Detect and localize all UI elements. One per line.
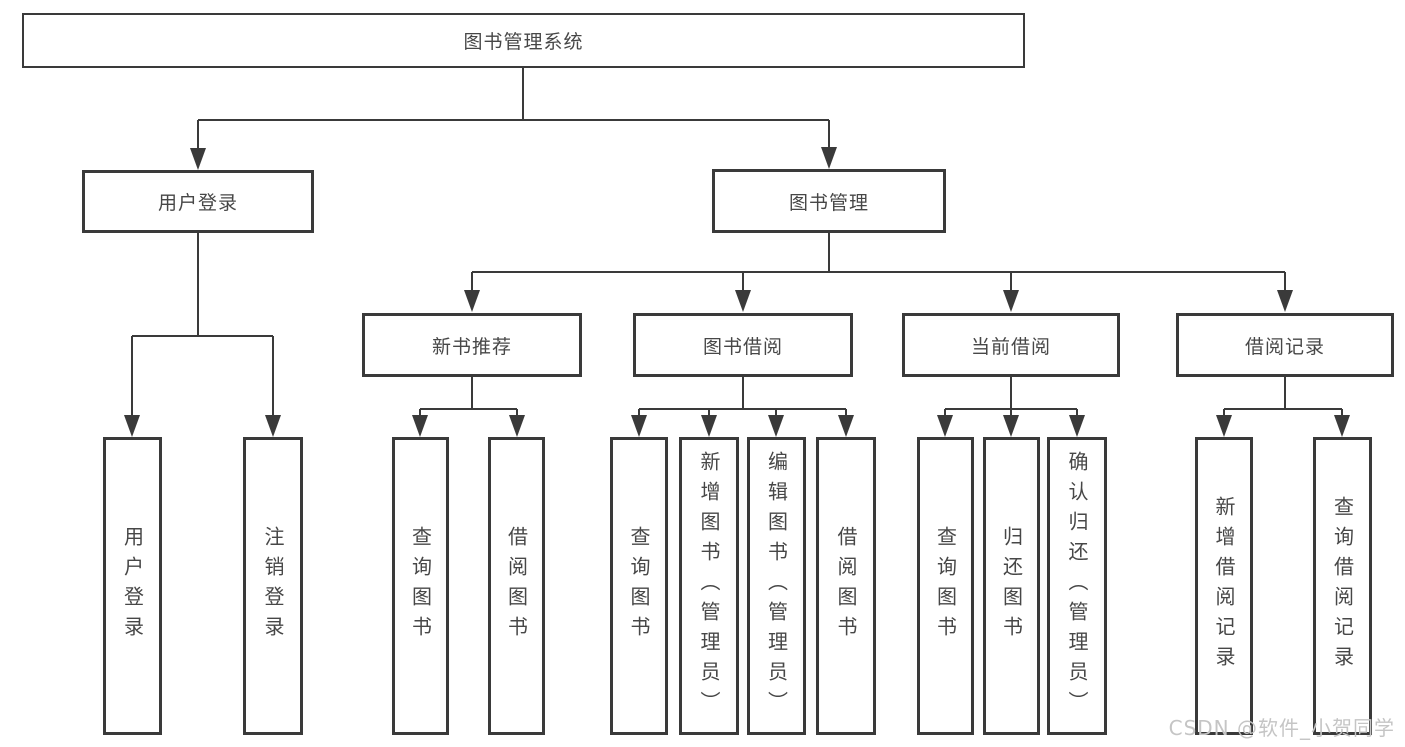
node-label: 当前借阅: [970, 335, 1051, 358]
node-label: 用户登录: [157, 192, 238, 214]
node-book-borrowing: 图书借阅: [633, 313, 853, 377]
leaf-borrowing-query-book: 查询图书: [610, 437, 668, 735]
node-new-book-recommend: 新书推荐: [362, 313, 582, 377]
leaf-records-query-record: 查询借阅记录: [1313, 437, 1372, 735]
node-book-management: 图书管理: [712, 169, 946, 233]
leaf-label: 查询图书: [408, 526, 433, 646]
leaf-label: 注销登录: [261, 526, 285, 646]
leaf-current-confirm-return-admin: 确认归还（管理员）: [1047, 437, 1107, 735]
leaf-current-return-book: 归还图书: [983, 437, 1040, 735]
node-label: 图书借阅: [702, 335, 783, 358]
leaf-current-query-book: 查询图书: [917, 437, 974, 735]
leaf-label: 编辑图书（管理员）: [764, 451, 789, 721]
node-borrow-records: 借阅记录: [1176, 313, 1394, 377]
node-label: 图书管理系统: [463, 31, 584, 53]
csdn-watermark: CSDN @软件_小贺同学: [1168, 716, 1395, 740]
leaf-recommend-query-book: 查询图书: [392, 437, 449, 735]
leaf-label: 新增借阅记录: [1212, 496, 1236, 676]
node-label: 图书管理: [788, 191, 869, 214]
leaf-label: 用户登录: [120, 526, 145, 646]
leaf-label: 查询借阅记录: [1330, 496, 1355, 676]
node-current-borrowing: 当前借阅: [902, 313, 1120, 377]
leaf-label: 新增图书（管理员）: [697, 451, 721, 721]
tree-edges: [131, 68, 1343, 417]
leaf-label: 借阅图书: [834, 526, 858, 646]
leaf-records-add-record: 新增借阅记录: [1195, 437, 1253, 735]
node-root-system: 图书管理系统: [22, 13, 1025, 68]
leaf-label: 查询图书: [933, 526, 958, 646]
leaf-user-login: 用户登录: [103, 437, 162, 735]
node-label: 新书推荐: [431, 335, 512, 358]
node-user-login: 用户登录: [82, 170, 314, 233]
leaf-logout: 注销登录: [243, 437, 303, 735]
leaf-borrowing-add-book-admin: 新增图书（管理员）: [679, 437, 739, 735]
leaf-label: 查询图书: [627, 526, 651, 646]
leaf-label: 确认归还（管理员）: [1065, 451, 1089, 721]
leaf-label: 借阅图书: [504, 526, 529, 646]
node-label: 借阅记录: [1244, 335, 1325, 358]
leaf-borrowing-borrow-book: 借阅图书: [816, 437, 876, 735]
leaf-label: 归还图书: [999, 526, 1024, 646]
leaf-borrowing-edit-book-admin: 编辑图书（管理员）: [747, 437, 806, 735]
leaf-recommend-borrow-book: 借阅图书: [488, 437, 545, 735]
